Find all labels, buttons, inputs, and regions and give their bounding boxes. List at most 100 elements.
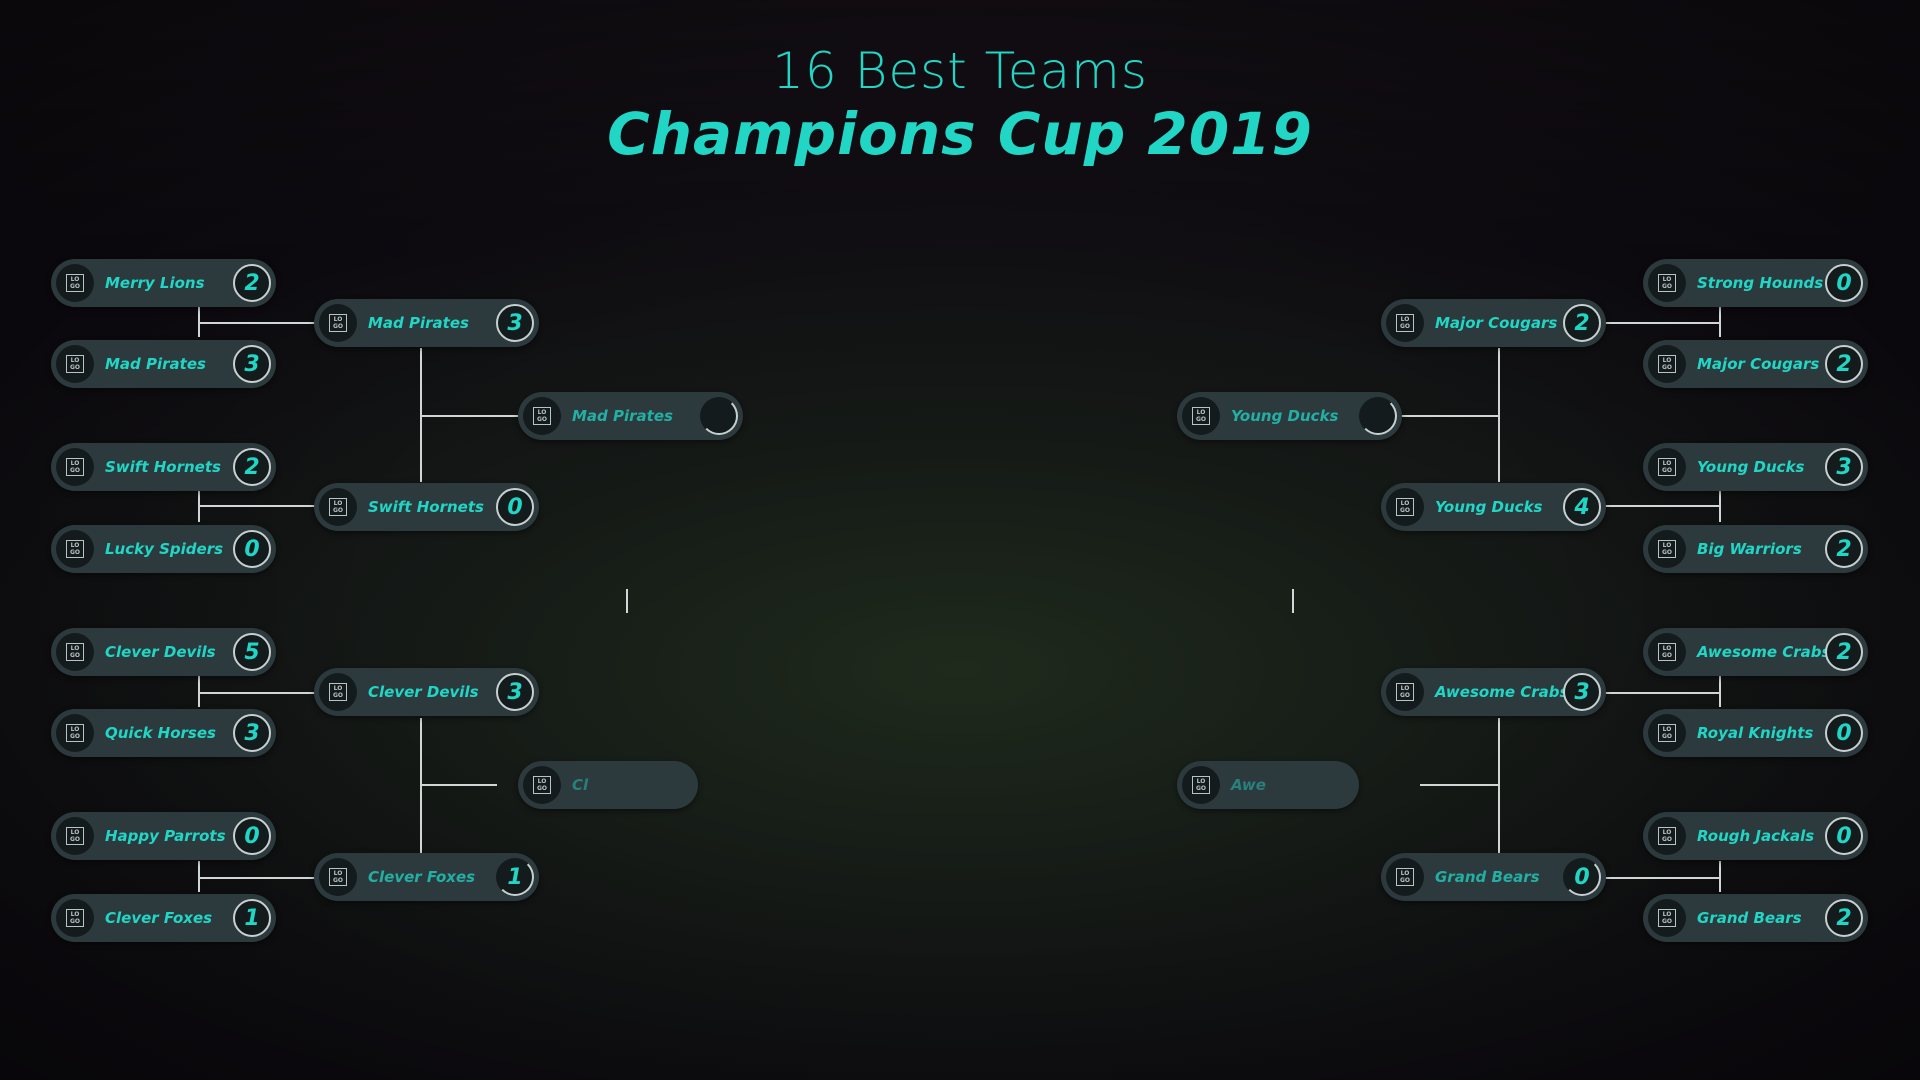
team-score: 2 (1563, 304, 1601, 342)
match-slot-right-r3-2[interactable]: LO GO Awe (1177, 761, 1359, 809)
team-logo-icon: LO GO (1386, 488, 1424, 526)
team-name: Big Warriors (1697, 540, 1802, 558)
team-logo-icon: LO GO (56, 899, 94, 937)
team-name: Cl (572, 776, 589, 794)
match-slot-left-r1-7[interactable]: LO GO Happy Parrots 0 (51, 812, 276, 860)
match-slot-right-r1-3[interactable]: LO GO Young Ducks 3 (1643, 443, 1868, 491)
match-slot-right-r2-2[interactable]: LO GO Young Ducks 4 (1381, 483, 1606, 531)
match-slot-left-r2-2[interactable]: LO GO Swift Hornets 0 (314, 483, 539, 531)
team-score: 2 (233, 264, 271, 302)
match-slot-right-r1-6[interactable]: LO GO Royal Knights 0 (1643, 709, 1868, 757)
team-score: 1 (233, 899, 271, 937)
match-slot-left-r1-1[interactable]: LO GO Merry Lions 2 (51, 259, 276, 307)
match-slot-left-r1-5[interactable]: LO GO Clever Devils 5 (51, 628, 276, 676)
team-logo-icon: LO GO (1386, 673, 1424, 711)
team-score: 4 (1563, 488, 1601, 526)
match-slot-right-r1-8[interactable]: LO GO Grand Bears 2 (1643, 894, 1868, 942)
team-logo-icon: LO GO (1182, 397, 1220, 435)
team-logo-icon: LO GO (1648, 633, 1686, 671)
team-score: 2 (233, 448, 271, 486)
team-score: 0 (233, 817, 271, 855)
team-name: Swift Hornets (105, 458, 221, 476)
team-name: Young Ducks (1697, 458, 1805, 476)
team-name: Mad Pirates (368, 314, 469, 332)
match-slot-left-r1-6[interactable]: LO GO Quick Horses 3 (51, 709, 276, 757)
team-name: Grand Bears (1697, 909, 1802, 927)
team-logo-icon: LO GO (56, 530, 94, 568)
team-logo-icon: LO GO (1386, 858, 1424, 896)
team-name: Swift Hornets (368, 498, 484, 516)
team-score: 0 (1563, 858, 1601, 896)
match-slot-right-r1-5[interactable]: LO GO Awesome Crabs 2 (1643, 628, 1868, 676)
team-score: 0 (233, 530, 271, 568)
match-slot-left-r2-3[interactable]: LO GO Clever Devils 3 (314, 668, 539, 716)
team-logo-icon: LO GO (1648, 899, 1686, 937)
team-logo-icon: LO GO (56, 264, 94, 302)
team-score: 3 (496, 304, 534, 342)
bracket-tick-right (1292, 589, 1294, 613)
team-score: 5 (233, 633, 271, 671)
page-subtitle: 16 Best Teams (772, 42, 1148, 100)
match-slot-left-r3-2[interactable]: LO GO Cl (518, 761, 698, 809)
team-name: Clever Devils (105, 643, 216, 661)
team-logo-icon: LO GO (1386, 304, 1424, 342)
match-slot-left-r2-1[interactable]: LO GO Mad Pirates 3 (314, 299, 539, 347)
team-logo-icon: LO GO (1648, 817, 1686, 855)
team-score: 2 (1825, 633, 1863, 671)
team-name: Happy Parrots (105, 827, 226, 845)
team-logo-icon: LO GO (523, 397, 561, 435)
team-logo-icon: LO GO (1648, 530, 1686, 568)
team-logo-icon: LO GO (56, 345, 94, 383)
team-logo-icon: LO GO (319, 488, 357, 526)
match-slot-right-r2-3[interactable]: LO GO Awesome Crabs 3 (1381, 668, 1606, 716)
team-name: Royal Knights (1697, 724, 1814, 742)
match-slot-left-r1-4[interactable]: LO GO Lucky Spiders 0 (51, 525, 276, 573)
team-logo-icon: LO GO (1648, 264, 1686, 302)
match-slot-right-r2-1[interactable]: LO GO Major Cougars 2 (1381, 299, 1606, 347)
team-name: Mad Pirates (105, 355, 206, 373)
match-slot-left-r1-8[interactable]: LO GO Clever Foxes 1 (51, 894, 276, 942)
team-name: Awesome Crabs (1697, 643, 1831, 661)
team-name: Quick Horses (105, 724, 216, 742)
match-slot-right-r2-4[interactable]: LO GO Grand Bears 0 (1381, 853, 1606, 901)
team-score: 3 (1563, 673, 1601, 711)
team-score-loading (1359, 397, 1397, 435)
page-title: Champions Cup 2019 (607, 100, 1313, 168)
team-name: Strong Hounds (1697, 274, 1824, 292)
team-logo-icon: LO GO (56, 633, 94, 671)
team-logo-icon: LO GO (319, 858, 357, 896)
team-name: Awe (1231, 776, 1266, 794)
team-logo-icon: LO GO (1648, 345, 1686, 383)
match-slot-left-r1-3[interactable]: LO GO Swift Hornets 2 (51, 443, 276, 491)
match-slot-left-r1-2[interactable]: LO GO Mad Pirates 3 (51, 340, 276, 388)
team-score: 3 (1825, 448, 1863, 486)
team-logo-icon: LO GO (1182, 766, 1220, 804)
team-logo-icon: LO GO (523, 766, 561, 804)
team-name: Young Ducks (1435, 498, 1543, 516)
team-score: 0 (1825, 714, 1863, 752)
team-name: Clever Devils (368, 683, 479, 701)
bracket-tick-left (626, 589, 628, 613)
team-score: 2 (1825, 345, 1863, 383)
team-score: 2 (1825, 530, 1863, 568)
team-logo-icon: LO GO (56, 448, 94, 486)
team-score: 0 (496, 488, 534, 526)
team-name: Mad Pirates (572, 407, 673, 425)
team-logo-icon: LO GO (56, 817, 94, 855)
match-slot-right-r1-2[interactable]: LO GO Major Cougars 2 (1643, 340, 1868, 388)
team-score: 0 (1825, 817, 1863, 855)
match-slot-left-r2-4[interactable]: LO GO Clever Foxes 1 (314, 853, 539, 901)
team-name: Clever Foxes (368, 868, 476, 886)
match-slot-right-r1-4[interactable]: LO GO Big Warriors 2 (1643, 525, 1868, 573)
team-logo-icon: LO GO (56, 714, 94, 752)
team-score: 3 (233, 345, 271, 383)
match-slot-left-r3-1[interactable]: LO GO Mad Pirates (518, 392, 743, 440)
match-slot-right-r3-1[interactable]: LO GO Young Ducks (1177, 392, 1402, 440)
team-score-loading (700, 397, 738, 435)
team-name: Grand Bears (1435, 868, 1540, 886)
match-slot-right-r1-1[interactable]: LO GO Strong Hounds 0 (1643, 259, 1868, 307)
team-logo-icon: LO GO (1648, 448, 1686, 486)
match-slot-right-r1-7[interactable]: LO GO Rough Jackals 0 (1643, 812, 1868, 860)
team-score: 0 (1825, 264, 1863, 302)
